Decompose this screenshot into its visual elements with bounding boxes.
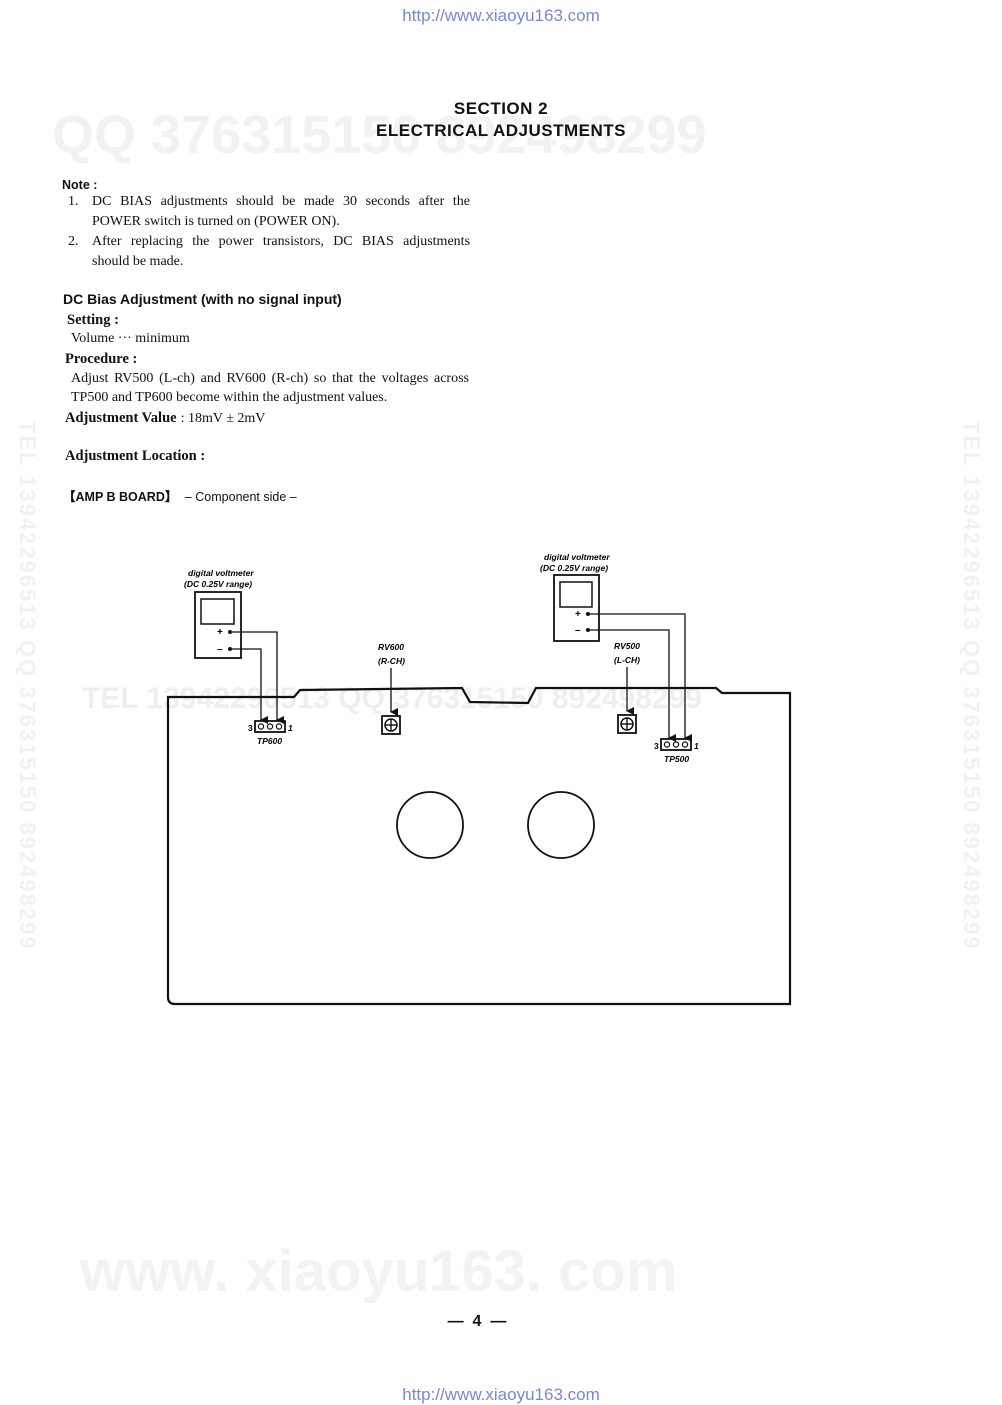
setting-label: Setting : xyxy=(67,312,119,328)
footer-url: http://www.xiaoyu163.com xyxy=(402,1385,600,1404)
rv500-channel: (L-CH) xyxy=(614,655,640,665)
note-item: 2. After replacing the power transistors… xyxy=(68,232,470,272)
adjustment-value-text: : 18mV ± 2mV xyxy=(180,411,266,426)
tp500-connector xyxy=(660,738,692,751)
mounting-hole-left xyxy=(396,791,464,859)
note-item-number: 1. xyxy=(68,194,79,209)
note-item-text: DC BIAS adjustments should be made 30 se… xyxy=(92,194,470,229)
note-list: 1. DC BIAS adjustments should be made 30… xyxy=(68,192,470,272)
board-side: – Component side – xyxy=(184,490,297,504)
rv600-trimmer-icon xyxy=(381,715,401,735)
right-voltmeter xyxy=(553,574,692,742)
board-caption: 【AMP B BOARD】 – Component side – xyxy=(63,486,297,505)
left-meter-range: (DC 0.25V range) xyxy=(184,579,252,589)
tp500-pin-3: 3 xyxy=(654,741,659,751)
board-label: 【AMP B BOARD】 xyxy=(63,490,178,504)
dc-bias-heading: DC Bias Adjustment (with no signal input… xyxy=(63,291,342,307)
procedure-text: Adjust RV500 (L-ch) and RV600 (R-ch) so … xyxy=(71,371,469,405)
note-item-text: After replacing the power transistors, D… xyxy=(92,234,470,269)
note-item-number: 2. xyxy=(68,234,79,249)
left-meter-minus: – xyxy=(217,644,223,655)
procedure-label: Procedure : xyxy=(65,351,138,367)
watermark-qq: QQ 376315150 892498299 xyxy=(52,105,707,165)
adjustment-value: Adjustment Value : 18mV ± 2mV xyxy=(65,409,265,427)
left-meter-label: digital voltmeter xyxy=(188,568,254,578)
adjustment-location-label: Adjustment Location : xyxy=(65,448,206,464)
tp500-pin-1: 1 xyxy=(694,741,699,751)
tp600-pin-3: 3 xyxy=(248,723,253,733)
mounting-hole-right xyxy=(527,791,595,859)
tp600-pin-1: 1 xyxy=(288,723,293,733)
tp600-connector xyxy=(254,720,286,733)
header-url: http://www.xiaoyu163.com xyxy=(402,6,600,25)
right-meter-label: digital voltmeter xyxy=(544,552,610,562)
right-meter-range: (DC 0.25V range) xyxy=(540,563,608,573)
section-number: SECTION 2 xyxy=(453,99,549,118)
right-meter-plus: + xyxy=(575,609,581,620)
rv600-channel: (R-CH) xyxy=(378,656,405,666)
note-label: Note : xyxy=(62,178,98,192)
page-number: — 4 — xyxy=(447,1313,507,1330)
section-title: ELECTRICAL ADJUSTMENTS xyxy=(376,121,626,140)
setting-text: Volume ··· minimum xyxy=(71,331,190,346)
watermark-site: www. xiaoyu163. com xyxy=(80,1239,678,1304)
tp600-label: TP600 xyxy=(257,736,282,746)
rv600-label: RV600 xyxy=(378,642,404,652)
adjustment-value-label: Adjustment Value xyxy=(65,410,177,426)
watermark-side-right: TEL 13942296513 QQ 376315150 892498299 xyxy=(959,420,984,951)
board-outline xyxy=(166,686,792,1006)
tp500-label: TP500 xyxy=(664,754,689,764)
note-item: 1. DC BIAS adjustments should be made 30… xyxy=(68,192,470,232)
watermark-side-left: TEL 13942296513 QQ 376315150 892498299 xyxy=(15,420,40,951)
right-meter-minus: – xyxy=(575,625,581,636)
left-meter-plus: + xyxy=(217,627,223,638)
rv500-label: RV500 xyxy=(614,641,640,651)
left-voltmeter xyxy=(194,591,284,724)
rv500-trimmer-icon xyxy=(617,714,637,734)
